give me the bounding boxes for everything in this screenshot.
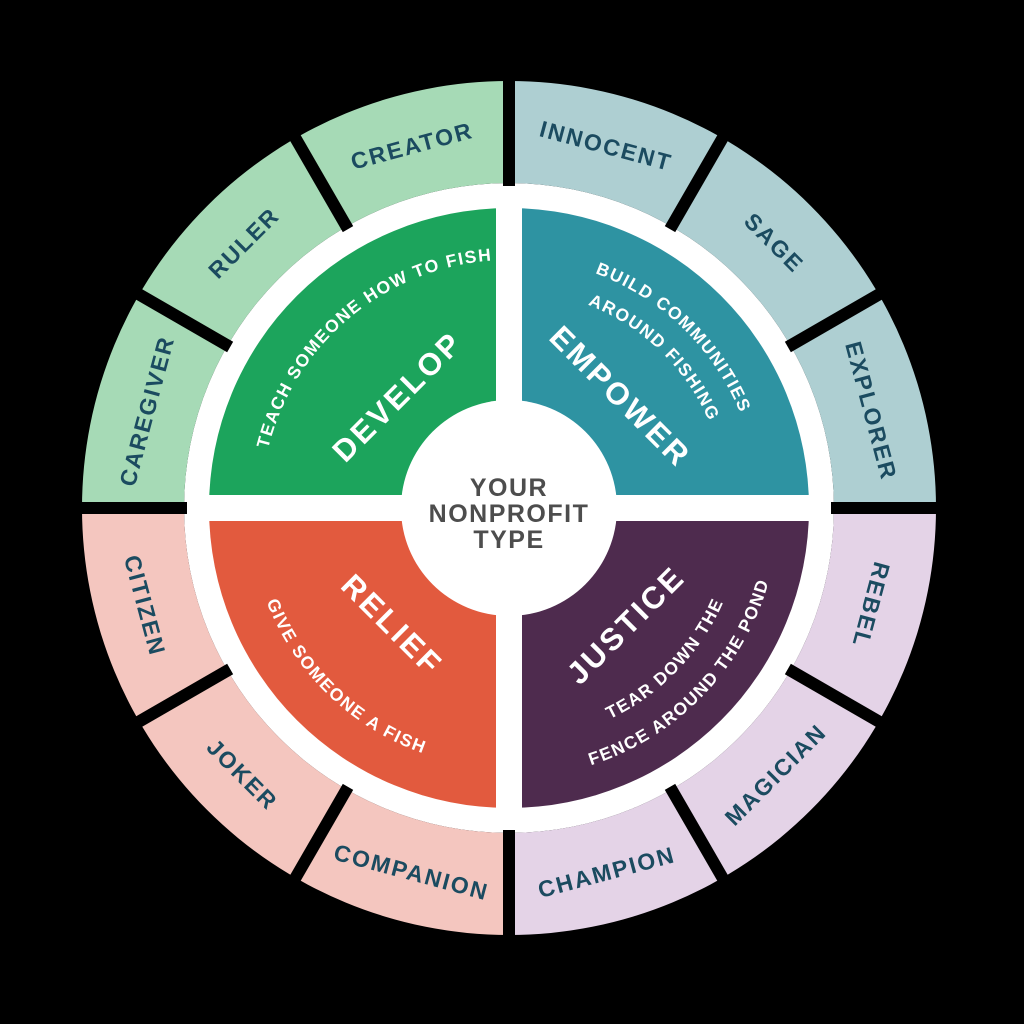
center-circle bbox=[401, 400, 617, 616]
ring-divider bbox=[664, 129, 732, 233]
center-title-line2: NONPROFIT bbox=[429, 500, 590, 528]
center-title-line3: TYPE bbox=[473, 526, 544, 554]
ring-divider bbox=[130, 663, 234, 731]
ring-divider bbox=[503, 830, 515, 942]
ring-group-relief-archetypes bbox=[82, 508, 509, 935]
ring-divider bbox=[75, 502, 187, 514]
ring-group-develop-archetypes bbox=[82, 81, 509, 508]
center-title-line1: YOUR bbox=[470, 474, 548, 502]
ring-divider bbox=[784, 663, 888, 731]
ring-divider bbox=[664, 783, 732, 887]
ring-group-justice-archetypes bbox=[509, 508, 936, 935]
ring-divider bbox=[130, 285, 234, 353]
ring-divider bbox=[784, 285, 888, 353]
ring-divider bbox=[831, 502, 943, 514]
ring-divider bbox=[286, 783, 354, 887]
ring-divider bbox=[286, 129, 354, 233]
ring-divider bbox=[503, 74, 515, 186]
ring-group-empower-archetypes bbox=[509, 81, 936, 508]
